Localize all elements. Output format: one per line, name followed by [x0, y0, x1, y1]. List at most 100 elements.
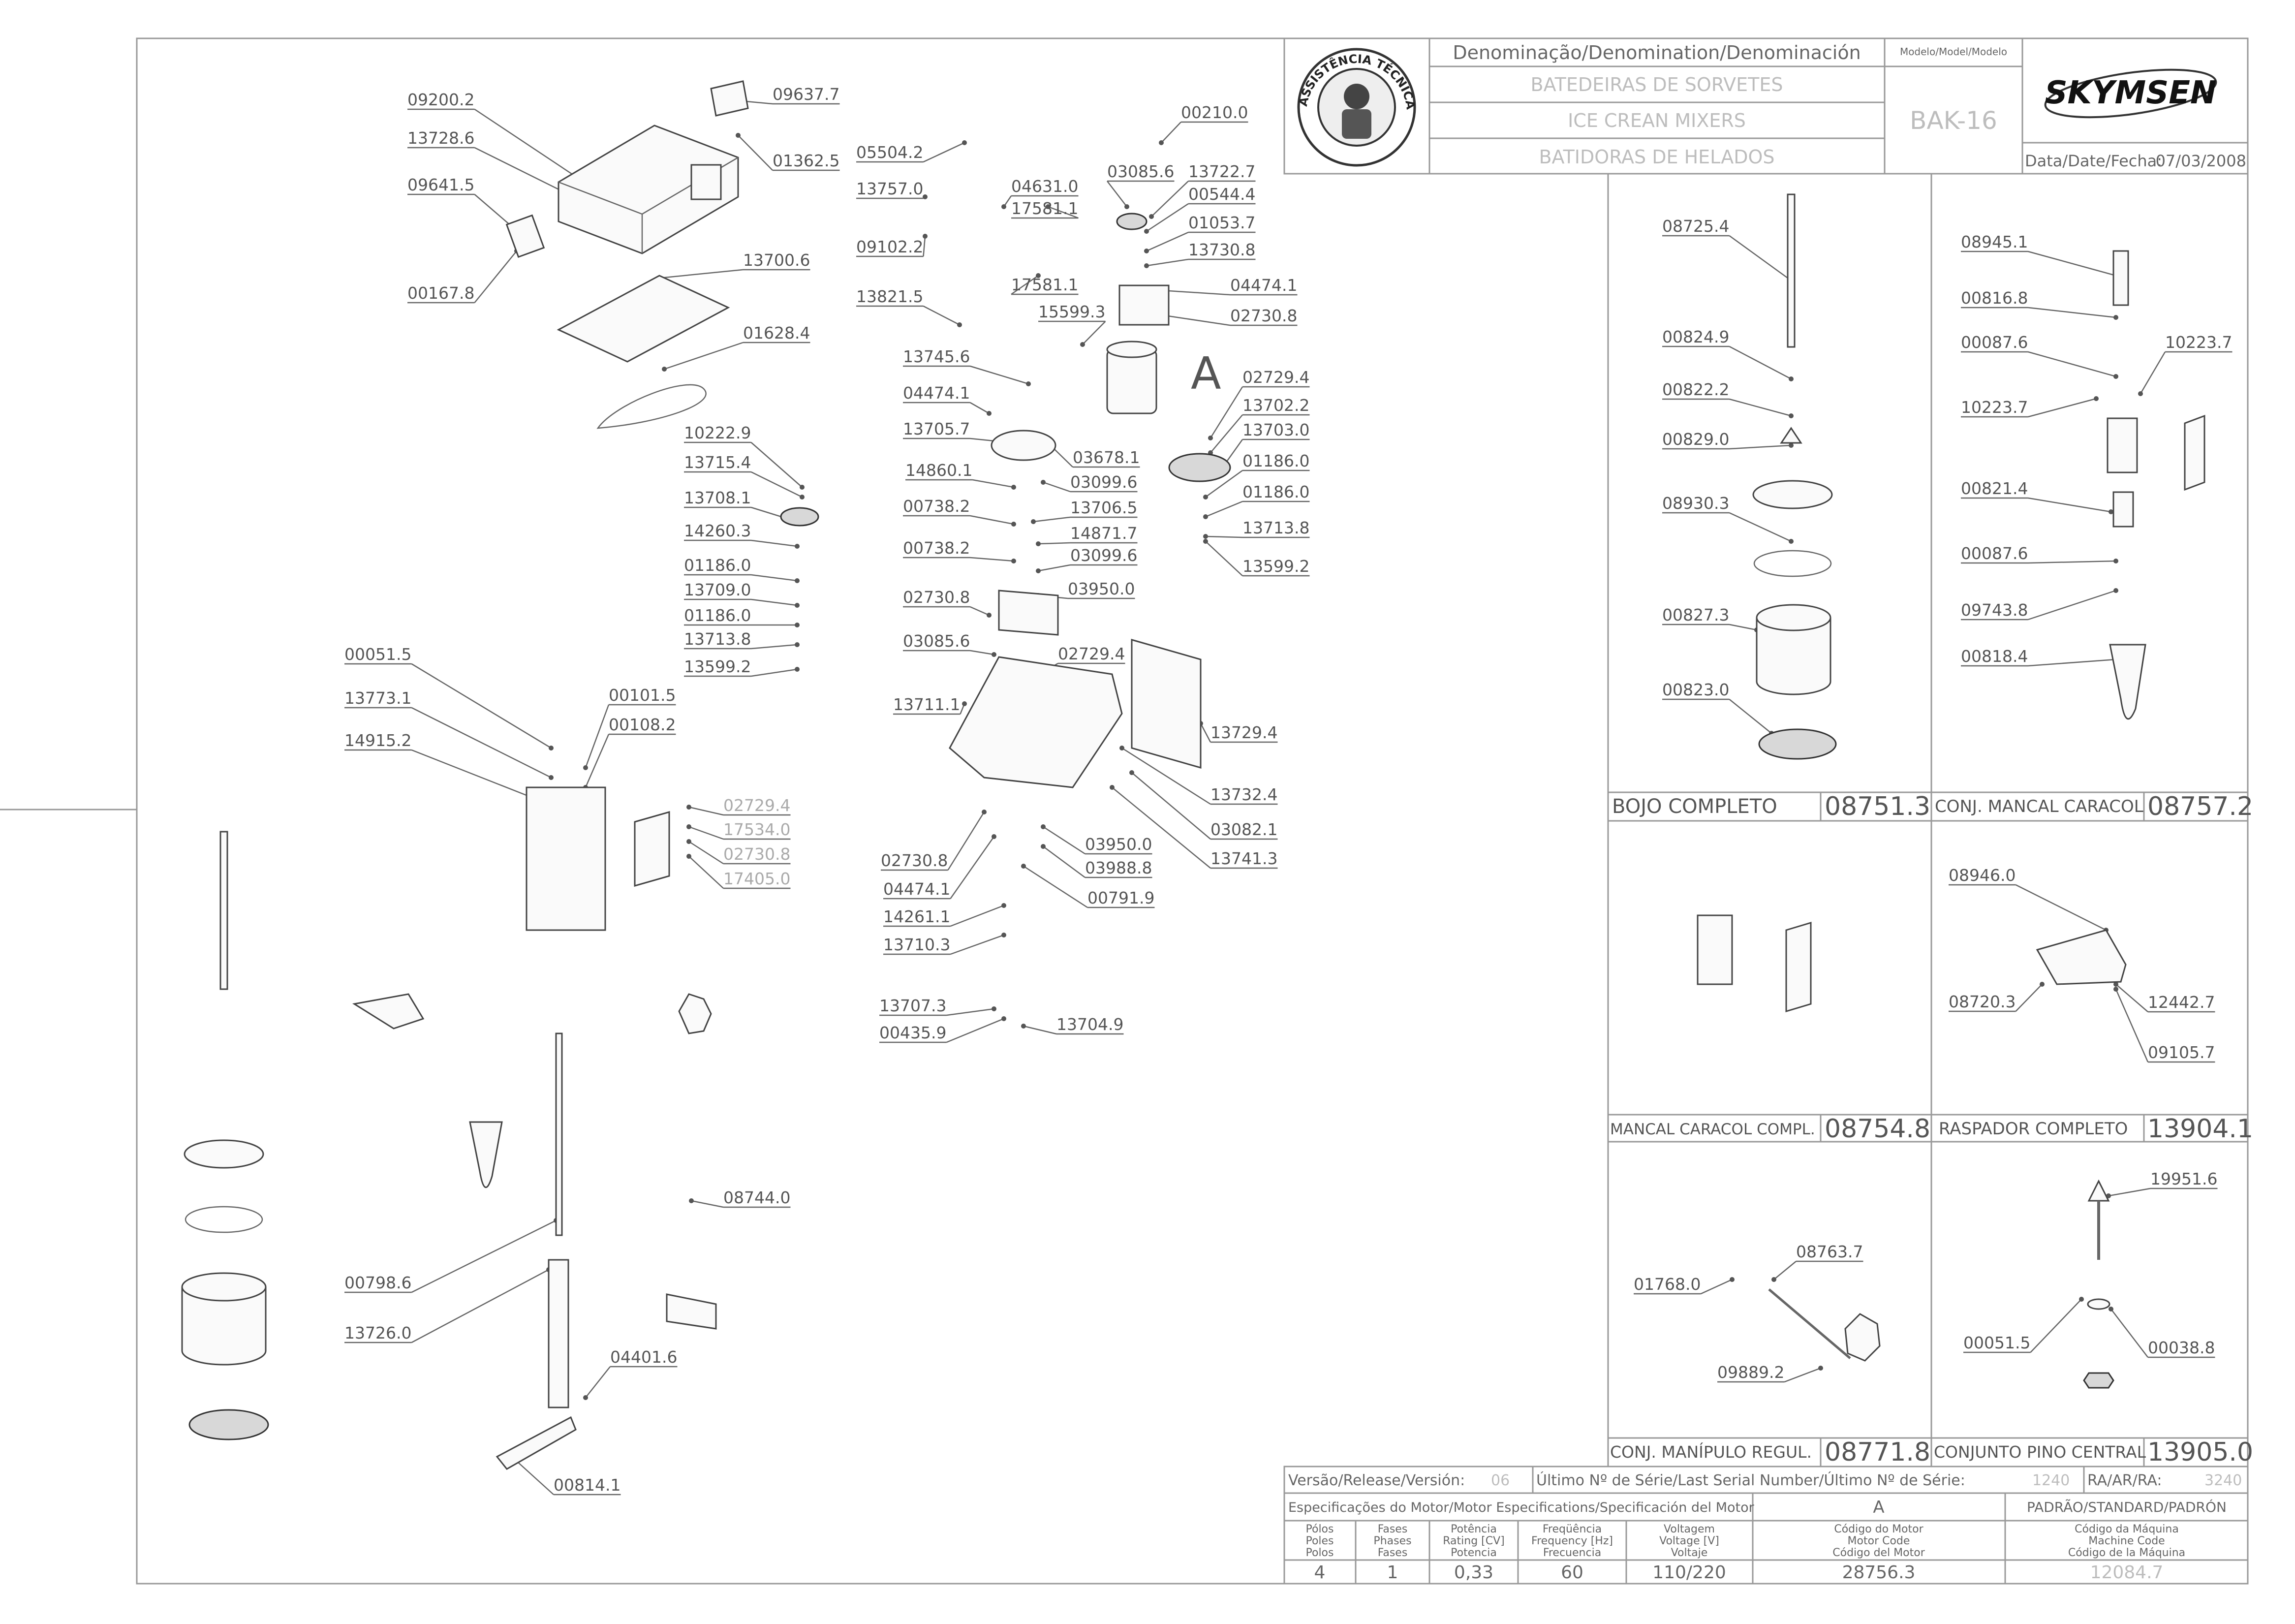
part-label: 00435.9	[879, 1023, 946, 1042]
leader-dot	[1046, 204, 1051, 209]
leader-line	[474, 194, 512, 227]
part-label: 13732.4	[1210, 785, 1277, 804]
part-label: 08945.1	[1961, 232, 2028, 251]
leader-dot	[1026, 381, 1031, 386]
leader-line	[1146, 231, 1189, 252]
part-label: 08763.7	[1796, 1242, 1863, 1261]
assembly-name-6: CONJUNTO PINO CENTRAL	[1934, 1442, 2146, 1462]
part-label: 01186.0	[684, 556, 751, 575]
leader-line	[950, 934, 1004, 955]
spec-column-label: Rating [CV]	[1443, 1535, 1505, 1547]
leader-dot	[1203, 534, 1208, 539]
leader-dot	[686, 839, 691, 844]
part-label: 00038.8	[2148, 1338, 2215, 1357]
part-label: 01186.0	[684, 606, 751, 625]
leader-line	[1112, 787, 1211, 869]
svg-text:SKYMSEN: SKYMSEN	[2045, 75, 2216, 111]
part-label: 00087.6	[1961, 544, 2028, 563]
part-label: 03099.6	[1070, 546, 1137, 565]
part-label: 03082.1	[1210, 820, 1277, 839]
part-label: 04474.1	[883, 879, 950, 899]
leader-line	[659, 269, 744, 279]
drive-belt	[596, 384, 707, 429]
part-label: 13713.8	[684, 629, 751, 649]
name-pt: BATEDEIRAS DE SORVETES	[1531, 74, 1783, 95]
label-plate	[710, 80, 749, 117]
leader-line	[2028, 658, 2116, 667]
part-label: 17581.1	[1011, 275, 1078, 294]
bushing-00821	[2112, 491, 2134, 528]
name-es: BATIDORAS DE HELADOS	[1539, 146, 1774, 168]
part-label: 08946.0	[1949, 866, 2016, 885]
leader-line	[950, 836, 995, 899]
leader-line	[2030, 1299, 2082, 1353]
leader-line	[751, 668, 798, 677]
bowl-base	[188, 1409, 269, 1440]
chassis	[949, 590, 1202, 788]
assembly-code-6: 13905.0	[2147, 1437, 2253, 1467]
leader-line	[970, 557, 1014, 562]
leader-line	[688, 826, 724, 840]
part-label: 14871.7	[1070, 524, 1137, 543]
name-en: ICE CREAN MIXERS	[1568, 110, 1746, 131]
part-label: 13706.5	[1070, 498, 1137, 517]
part-label: 10223.7	[2165, 333, 2232, 352]
leader-line	[923, 142, 965, 163]
leader-dot	[549, 746, 554, 750]
capacitor	[505, 214, 545, 258]
part-label: 13704.9	[1056, 1015, 1123, 1034]
small-gear	[780, 507, 819, 527]
version-value: 06	[1491, 1472, 1510, 1489]
leader-line	[411, 707, 552, 779]
leader-line	[1210, 386, 1243, 438]
hand-wheel	[678, 993, 712, 1034]
leader-dot	[2113, 588, 2118, 593]
leader-dot	[2040, 982, 2045, 987]
leader-dot	[1149, 214, 1154, 219]
part-label: 14915.2	[344, 731, 411, 750]
scraper	[352, 993, 425, 1030]
leader-dot	[923, 234, 928, 239]
spec-column-label: Poles	[1305, 1535, 1334, 1547]
part-label: 08744.0	[723, 1188, 790, 1207]
leader-line	[1043, 826, 1085, 855]
leader-line	[751, 574, 798, 582]
leader-dot	[795, 544, 800, 549]
leader-dot	[686, 805, 691, 810]
part-label: 13711.1	[893, 695, 960, 714]
spec-column-label: Código de la Máquina	[2068, 1547, 2185, 1559]
part-label: 09105.7	[2148, 1043, 2215, 1062]
leader-line	[969, 606, 990, 616]
part-label: 17534.0	[723, 820, 790, 839]
leader-dot	[962, 140, 967, 145]
part-label: 00210.0	[1181, 103, 1248, 122]
scraper-08720	[2036, 929, 2127, 985]
spec-column-label: Phases	[1373, 1535, 1411, 1547]
leader-dot	[2113, 374, 2118, 379]
leader-line	[1146, 258, 1189, 267]
part-label: 02730.8	[881, 851, 948, 870]
leader-line	[2028, 307, 2116, 318]
part-label: 03085.6	[903, 631, 970, 651]
part-label: 03988.8	[1085, 858, 1152, 877]
leader-dot	[2113, 982, 2118, 987]
spec-column-value: 12084.7	[2090, 1562, 2164, 1583]
part-label: 00818.4	[1961, 647, 2028, 666]
leader-dot	[992, 652, 996, 657]
spec-column-label: Frequency [Hz]	[1531, 1535, 1613, 1547]
skymsen-logo: SKYMSEN	[2044, 68, 2217, 119]
bowl-00827	[1756, 604, 1831, 695]
spec-column-label: Voltage [V]	[1659, 1535, 1719, 1547]
leader-dot	[1031, 519, 1036, 524]
leader-dot	[992, 1006, 996, 1011]
mounting-bracket	[634, 811, 670, 887]
leader-dot	[800, 495, 805, 500]
leader-line	[1161, 122, 1181, 143]
leader-line	[923, 236, 926, 257]
leader-line	[411, 663, 552, 749]
leader-line	[1151, 181, 1189, 217]
part-label: 19951.6	[2150, 1169, 2217, 1188]
column-arm	[496, 1416, 577, 1470]
leader-line	[688, 856, 724, 889]
sheet-border	[136, 37, 2249, 1585]
